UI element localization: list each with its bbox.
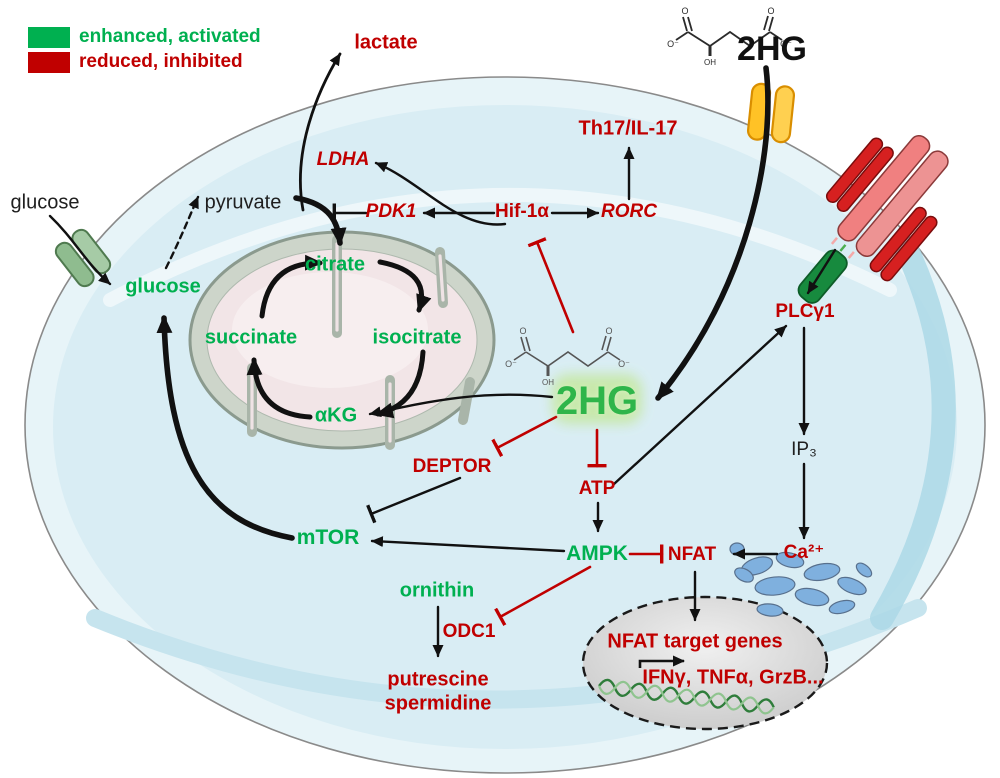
inhibit-ampk-odc1	[494, 565, 592, 626]
atom-label: O	[519, 326, 526, 336]
label-ornithin: ornithin	[399, 579, 475, 602]
arrow-hif1a-to-ldha	[374, 161, 507, 226]
arrow-pyruvate-to-lactate	[299, 52, 342, 212]
label-ampk: AMPK	[566, 541, 628, 565]
legend-item-reduced: reduced, inhibited	[28, 51, 261, 73]
label-ca2: Ca²⁺	[783, 542, 825, 564]
label-lactate: lactate	[354, 31, 418, 54]
label-rorc: RORC	[601, 201, 657, 223]
cell-highlight	[103, 188, 897, 307]
atom-label: O⁻	[780, 39, 792, 49]
inhibit-hg2-deptor	[491, 415, 558, 458]
label-spermidine: spermidine	[384, 692, 492, 715]
label-nfat-target-genes: NFAT target genes	[607, 630, 783, 653]
nucleus	[581, 595, 829, 731]
endoplasmic-reticulum-icon	[729, 542, 873, 617]
atom-label: O⁻	[505, 359, 517, 369]
arrow-glucose-to-pyruvate	[164, 195, 200, 270]
label-glucose-internal: glucose	[125, 275, 201, 298]
hg2-structure-top-icon: O O⁻ O O⁻ OH	[667, 6, 792, 67]
legend-label: reduced, inhibited	[79, 51, 243, 72]
arrow-glucose-import	[48, 214, 112, 286]
hg2-channel-icon	[746, 82, 796, 144]
atom-label: OH	[704, 58, 716, 67]
label-plcg1: PLCγ1	[775, 301, 835, 323]
arrow-hg2-import	[655, 65, 771, 401]
inhibit-hg2-hif1a	[527, 237, 575, 334]
label-hg2-top: 2HG	[737, 30, 807, 69]
label-th17: Th17/IL-17	[578, 117, 678, 140]
hg2-structure-center-icon: O O⁻ O O⁻ OH	[505, 326, 630, 387]
arrow-citrate-to-isocitrate	[377, 259, 432, 313]
legend-swatch-red	[28, 51, 70, 73]
label-ip3: IP₃	[791, 439, 817, 461]
atom-label: OH	[542, 378, 554, 387]
atom-label: O	[767, 6, 774, 16]
arrow-atp-to-plcg1	[612, 324, 788, 486]
arrow-pyruvate-to-mito	[293, 195, 347, 246]
label-odc1: ODC1	[442, 621, 496, 643]
label-pyruvate: pyruvate	[204, 191, 282, 214]
arrow-ampk-to-mtor	[370, 536, 566, 553]
label-citrate: citrate	[304, 253, 366, 276]
label-deptor: DEPTOR	[412, 456, 492, 478]
legend: enhanced, activated reduced, inhibited	[28, 26, 261, 76]
cell-right-band	[870, 236, 956, 630]
arrow-tcr-to-plcg1	[806, 248, 837, 295]
inhibit-deptor-mtor	[366, 476, 462, 524]
legend-swatch-green	[28, 26, 70, 48]
label-glucose-external: glucose	[10, 191, 80, 214]
atom-label: O⁻	[618, 359, 630, 369]
label-putrescine: putrescine	[387, 668, 489, 691]
mitochondrion	[188, 230, 496, 450]
transcription-arrow	[638, 655, 685, 668]
label-atp: ATP	[578, 478, 616, 500]
arrow-akg-to-succinate	[246, 357, 313, 420]
atom-label: O	[605, 326, 612, 336]
dna-helix-icon	[598, 678, 775, 715]
hg2-glow	[552, 374, 642, 424]
atom-label: O⁻	[667, 39, 679, 49]
atom-label: O	[681, 6, 688, 16]
label-succinate: succinate	[204, 326, 298, 349]
label-pdk1: PDK1	[365, 201, 417, 223]
label-isocitrate: isocitrate	[372, 326, 462, 349]
label-hg2-center: 2HG	[555, 379, 639, 423]
label-nfat: NFAT	[667, 544, 717, 566]
legend-item-enhanced: enhanced, activated	[28, 26, 261, 48]
label-cytokines: IFNγ, TNFα, GrzB...	[642, 666, 824, 689]
label-ldha: LDHA	[316, 149, 370, 171]
label-hif1a: Hif-1α	[495, 201, 549, 223]
label-mtor: mTOR	[296, 525, 360, 549]
arrow-mtor-to-glucose	[156, 315, 295, 541]
legend-label: enhanced, activated	[79, 26, 261, 47]
arrow-succinate-to-citrate	[259, 254, 323, 319]
label-akg: αKG	[314, 404, 358, 427]
arrow-hg2-to-akg	[368, 393, 554, 418]
